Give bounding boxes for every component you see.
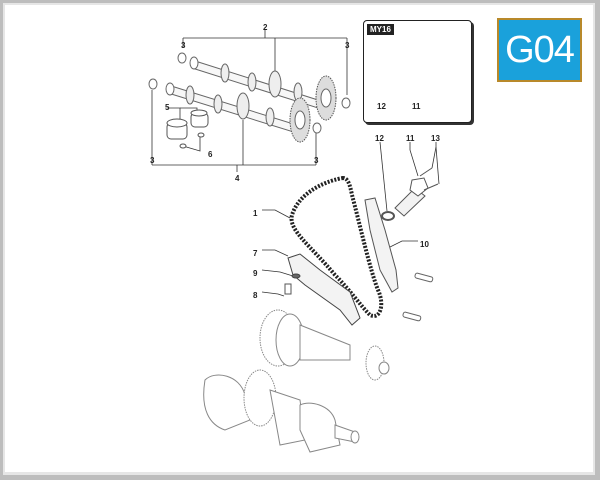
chain-guide (364, 197, 399, 293)
diagram-sheet: MY16 12 11 2 3 3 3 3 4 5 6 1 7 9 8 12 11… (5, 5, 593, 472)
dowel-pins (402, 272, 434, 322)
callout-11: 11 (406, 134, 415, 143)
inset-tag: MY16 (367, 24, 394, 35)
timing-chain (289, 175, 384, 318)
exploded-parts-drawing (148, 29, 441, 453)
leader-lines (151, 30, 440, 297)
callout-8: 8 (253, 291, 258, 300)
callout-4: 4 (235, 174, 240, 183)
callout-10: 10 (420, 240, 429, 249)
crankshaft (203, 369, 360, 453)
callout-12: 12 (375, 134, 384, 143)
callout-3: 3 (345, 41, 350, 50)
balance-shaft (259, 309, 390, 381)
callout-1: 1 (253, 209, 258, 218)
callout-6: 6 (208, 150, 213, 159)
tensioner (381, 167, 439, 221)
callout-7: 7 (253, 249, 258, 258)
callout-3: 3 (150, 156, 155, 165)
callout-5: 5 (165, 103, 170, 112)
callout-12-inset: 12 (377, 102, 386, 111)
camshaft-upper (177, 52, 351, 121)
screw-9 (291, 273, 301, 279)
tappets (166, 109, 209, 149)
callout-3: 3 (314, 156, 319, 165)
my16-inset: MY16 12 11 (363, 20, 472, 123)
section-badge: G04 (497, 18, 582, 82)
camshaft-lower (148, 78, 322, 143)
chain-tensioner-slipper (287, 253, 361, 326)
callout-13: 13 (431, 134, 440, 143)
callout-3: 3 (181, 41, 186, 50)
bolt-8 (284, 283, 292, 295)
callout-11-inset: 11 (412, 102, 421, 111)
callout-2: 2 (263, 23, 268, 32)
callout-9: 9 (253, 269, 258, 278)
